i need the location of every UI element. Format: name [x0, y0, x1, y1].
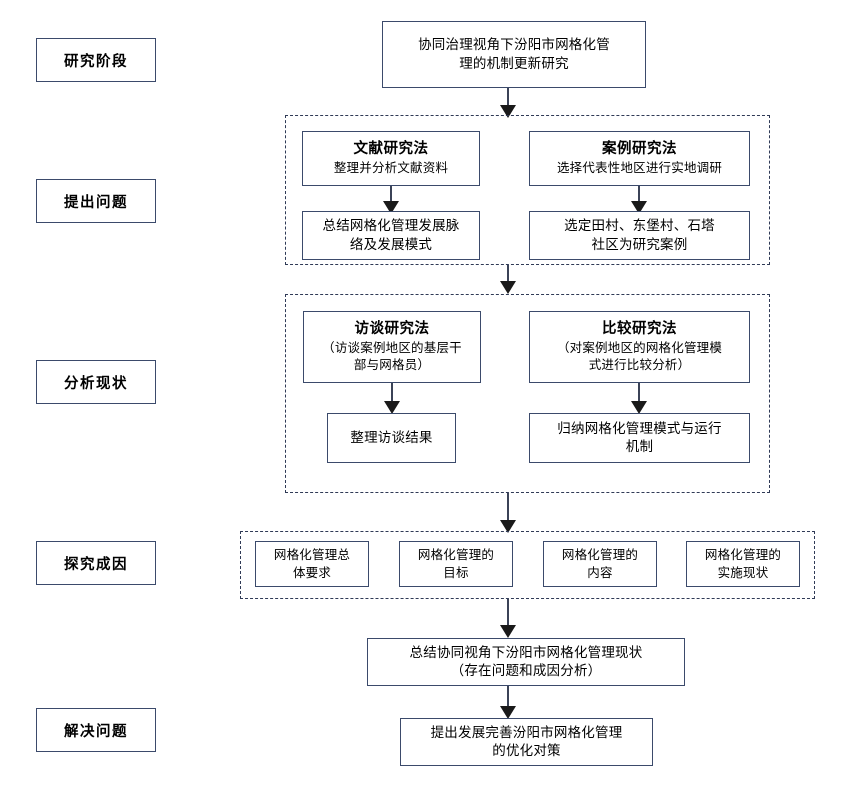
- node-literature-result: 总结网格化管理发展脉 络及发展模式: [302, 211, 480, 260]
- dashed-group-explore-causes: [240, 531, 815, 599]
- node-line-2: 的优化对策: [492, 743, 561, 759]
- node-title: 访谈研究法: [354, 321, 430, 338]
- node-subtitle: 选择代表性地区进行实地调研: [556, 159, 723, 175]
- arrow-interview-method-to-result: [382, 383, 402, 414]
- node-line-1: 网格化管理总: [273, 546, 351, 562]
- node-line-2: 社区为研究案例: [591, 236, 688, 253]
- stage-label-analyze-status: 分析现状: [36, 360, 156, 404]
- stage-label-research-phase: 研究阶段: [36, 38, 156, 82]
- dashed-group-analyze-status: [285, 294, 770, 493]
- node-title: 文献研究法: [353, 141, 429, 158]
- node-subtitle-line-1: （对案例地区的网格化管理模: [556, 339, 723, 355]
- node-interview-result: 整理访谈结果: [327, 413, 456, 463]
- node-line-2: （存在问题和成因分析）: [450, 663, 602, 679]
- node-comparison-method: 比较研究法 （对案例地区的网格化管理模 式进行比较分析）: [529, 311, 750, 383]
- node-grid-overall-requirements: 网格化管理总 体要求: [255, 541, 369, 587]
- arrow-title-to-group1: [498, 88, 518, 118]
- arrow-comparison-method-to-result: [629, 383, 649, 414]
- node-comparison-result: 归纳网格化管理模式与运行 机制: [529, 413, 750, 463]
- title-box: 协同治理视角下汾阳市网格化管 理的机制更新研究: [382, 21, 646, 88]
- node-grid-content: 网格化管理的 内容: [543, 541, 657, 587]
- node-subtitle-line-2: 部与网格员）: [353, 356, 431, 372]
- node-subtitle: 整理并分析文献资料: [333, 159, 449, 175]
- node-interview-method: 访谈研究法 （访谈案例地区的基层干 部与网格员）: [303, 311, 481, 383]
- node-line-2: 实施现状: [717, 565, 769, 580]
- node-line-2: 络及发展模式: [349, 236, 433, 253]
- node-title: 案例研究法: [602, 141, 677, 158]
- node-grid-implementation-status: 网格化管理的 实施现状: [686, 541, 800, 587]
- stage-label-text: 分析现状: [64, 375, 128, 392]
- node-line-1: 总结网格化管理发展脉: [322, 218, 460, 235]
- stage-label-text: 探究成因: [64, 556, 128, 573]
- title-line-1: 协同治理视角下汾阳市网格化管: [418, 37, 610, 54]
- node-case-method: 案例研究法 选择代表性地区进行实地调研: [529, 131, 750, 186]
- node-line-1: 网格化管理的: [561, 546, 639, 562]
- dashed-group-raise-question: [285, 115, 770, 265]
- node-grid-goals: 网格化管理的 目标: [399, 541, 513, 587]
- arrow-case-method-to-result: [629, 186, 649, 214]
- node-literature-method: 文献研究法 整理并分析文献资料: [302, 131, 480, 186]
- node-line-1: 总结协同视角下汾阳市网格化管理现状: [409, 644, 643, 661]
- arrow-group1-to-group2: [498, 265, 518, 294]
- node-line-2: 内容: [587, 565, 613, 580]
- node-line-1: 网格化管理的: [417, 546, 495, 562]
- arrow-summary-to-solution: [498, 686, 518, 719]
- node-line-1: 整理访谈结果: [350, 429, 433, 446]
- arrow-group3-to-summary: [498, 599, 518, 638]
- node-line-1: 网格化管理的: [704, 546, 782, 562]
- node-line-1: 归纳网格化管理模式与运行: [557, 420, 722, 437]
- stage-label-text: 提出问题: [64, 194, 128, 211]
- stage-label-text: 解决问题: [64, 723, 128, 740]
- node-line-2: 目标: [443, 565, 469, 580]
- node-title: 比较研究法: [602, 321, 677, 338]
- stage-label-text: 研究阶段: [64, 53, 128, 70]
- arrow-literature-method-to-result: [381, 186, 401, 214]
- arrow-group2-to-group3: [498, 493, 518, 533]
- node-solution: 提出发展完善汾阳市网格化管理 的优化对策: [400, 718, 653, 766]
- node-line-1: 提出发展完善汾阳市网格化管理: [430, 724, 623, 741]
- node-subtitle-line-1: （访谈案例地区的基层干: [322, 339, 462, 355]
- node-summary: 总结协同视角下汾阳市网格化管理现状 （存在问题和成因分析）: [367, 638, 685, 686]
- stage-label-raise-question: 提出问题: [36, 179, 156, 223]
- title-line-2: 理的机制更新研究: [459, 55, 569, 72]
- node-case-result: 选定田村、东堡村、石塔 社区为研究案例: [529, 211, 750, 260]
- node-line-2: 体要求: [292, 565, 332, 580]
- node-line-1: 选定田村、东堡村、石塔: [564, 218, 715, 235]
- stage-label-explore-causes: 探究成因: [36, 541, 156, 585]
- stage-label-solve-problem: 解决问题: [36, 708, 156, 752]
- node-line-2: 机制: [625, 439, 654, 455]
- node-subtitle-line-2: 式进行比较分析）: [588, 356, 691, 372]
